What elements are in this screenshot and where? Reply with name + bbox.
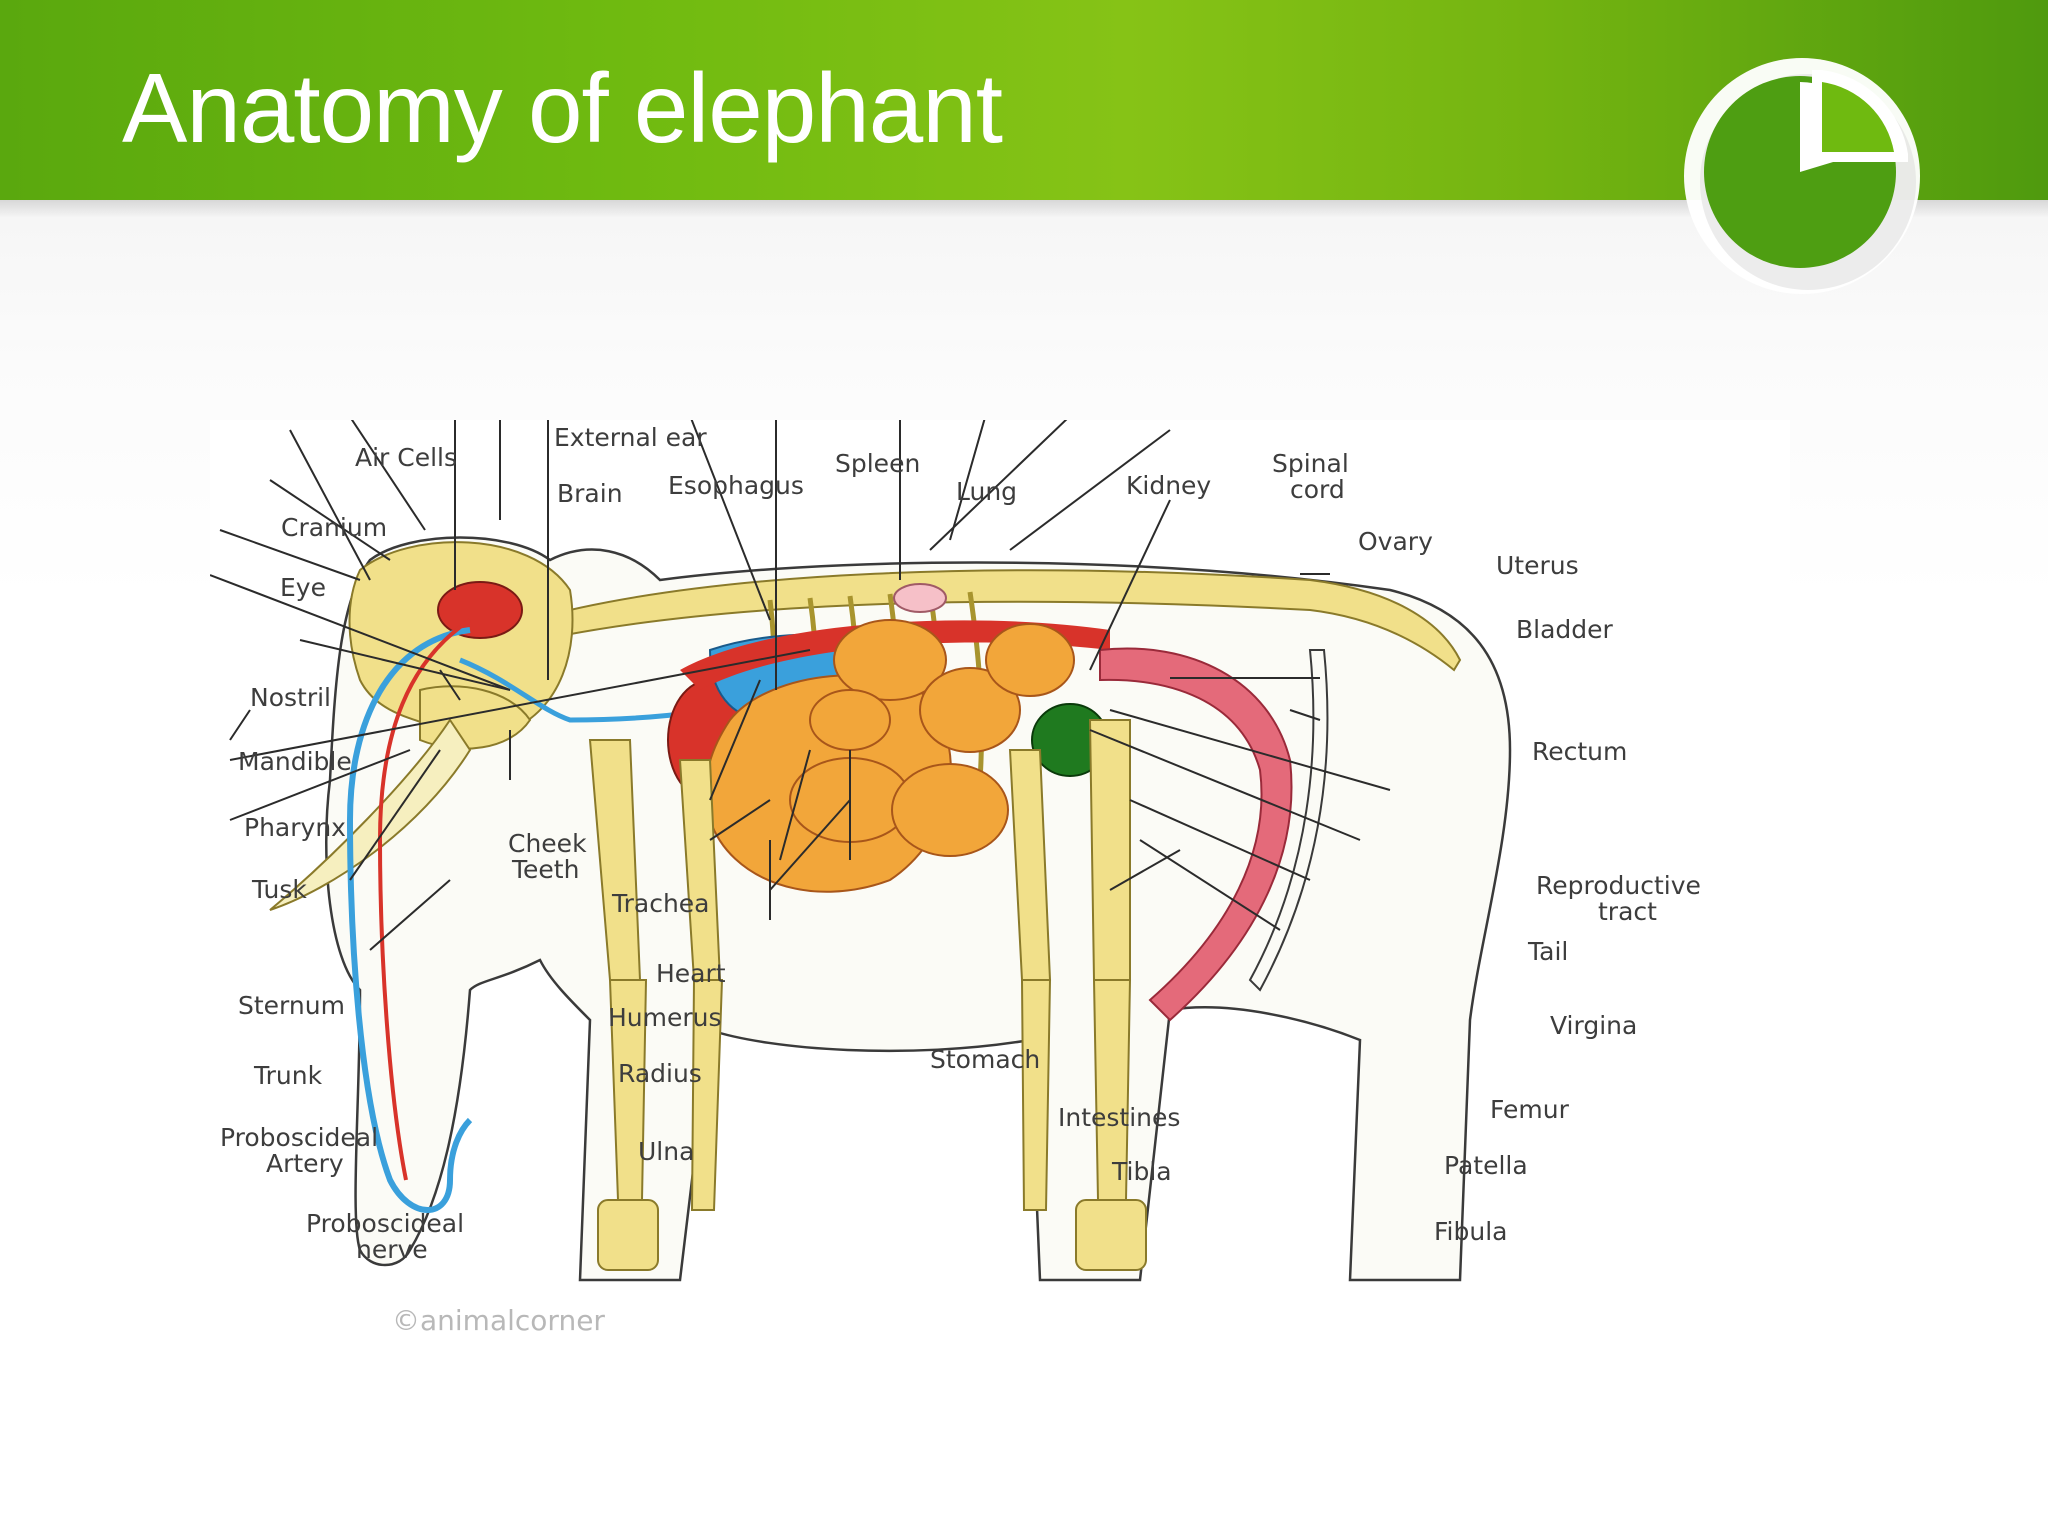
label-external-ear: External ear [554,423,707,452]
label-spinal-cord-line2: cord [1290,475,1345,504]
proboscideal-artery-line [377,618,472,1181]
label-trunk: Trunk [253,1061,323,1090]
label-mandible: Mandible [238,747,352,776]
slide-title: Anatomy of elephant [122,53,1003,163]
brand-logo-icon [1684,58,1920,294]
label-nostril: Nostril [250,683,331,712]
elephant-anatomy-diagram: External ear Air Cells Brain Esophagus S… [210,420,1790,1360]
proboscideal-nerve-line [346,627,473,1213]
label-kidney: Kidney [1126,471,1211,500]
label-uterus: Uterus [1496,551,1579,580]
label-reproductive-tract-line2: tract [1598,897,1657,926]
label-tail: Tail [1527,937,1568,966]
label-rectum: Rectum [1532,737,1627,766]
label-radius: Radius [618,1059,702,1088]
label-reproductive-tract-line1: Reproductive [1536,871,1701,900]
label-leader-lines [210,420,1391,951]
spine-bone [528,569,1462,672]
label-fibula: Fibula [1434,1217,1508,1246]
label-proboscideal-nerve-line1: Proboscideal [306,1209,464,1238]
kidney-organ [893,583,947,613]
label-tusk: Tusk [251,875,307,904]
label-cheek-teeth-line1: Cheek [508,829,587,858]
watermark-animalcorner: ©animalcorner [392,1304,605,1337]
label-stomach: Stomach [930,1045,1040,1074]
label-lung: Lung [956,477,1017,506]
intestines-organ [789,619,1075,857]
label-trachea: Trachea [611,889,710,918]
label-pharynx: Pharynx [244,813,346,842]
label-humerus: Humerus [608,1003,722,1032]
label-intestines: Intestines [1058,1103,1180,1132]
label-air-cells: Air Cells [355,443,457,472]
label-ovary: Ovary [1358,527,1433,556]
label-patella: Patella [1444,1151,1528,1180]
label-cranium: Cranium [281,513,387,542]
hind-leg-bones [1008,719,1147,1271]
label-ulna: Ulna [638,1137,694,1166]
label-proboscideal-artery-line2: Artery [266,1149,344,1178]
label-sternum: Sternum [238,991,345,1020]
label-virgina: Virgina [1550,1011,1637,1040]
rectum-organ [1099,647,1293,1022]
front-leg-bones [588,739,724,1271]
label-proboscideal-nerve-line2: nerve [356,1235,428,1264]
label-tibia: Tibia [1111,1157,1172,1186]
label-femur: Femur [1490,1095,1570,1124]
label-spinal-cord-line1: Spinal [1272,449,1349,478]
label-spleen: Spleen [835,449,920,478]
label-heart: Heart [656,959,726,988]
label-eye: Eye [280,573,326,602]
label-proboscideal-artery-line1: Proboscideal [220,1123,378,1152]
label-esophagus: Esophagus [668,471,804,500]
label-bladder: Bladder [1516,615,1614,644]
diagram-labels: External ear Air Cells Brain Esophagus S… [220,423,1701,1337]
label-cheek-teeth-line2: Teeth [511,855,579,884]
label-brain: Brain [557,479,623,508]
tusk-bone [269,718,472,911]
title-bar-shadow [0,200,2048,218]
brain-organ [437,581,523,639]
